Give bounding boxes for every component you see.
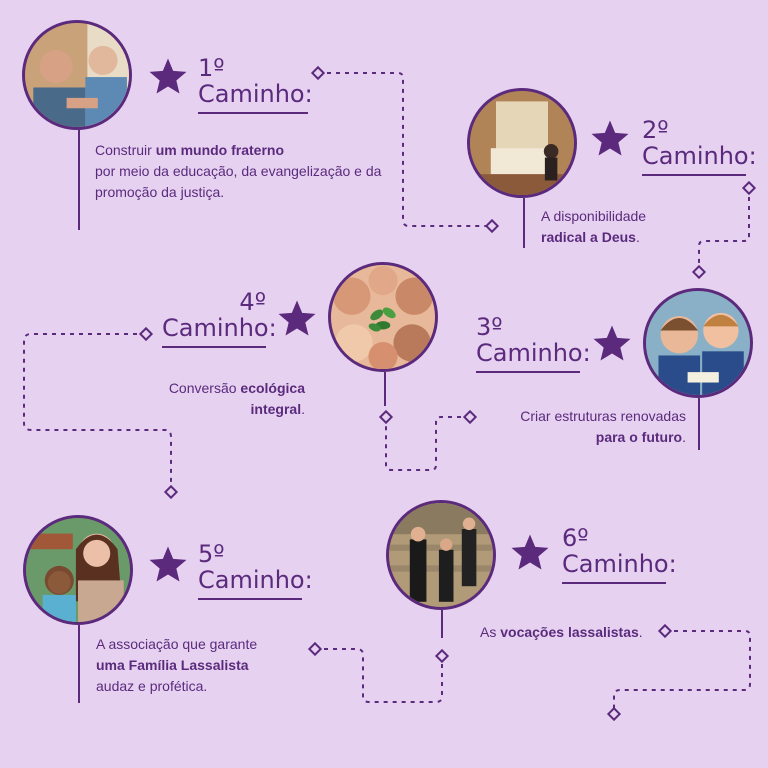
diamond-icon [691,264,707,280]
photo-brothers-walking-image [389,503,493,607]
heading-underline [198,598,302,600]
description-1: Construir um mundo fraterno por meio da e… [95,140,395,203]
description-text: As [480,624,501,640]
diamond-icon [378,409,394,425]
description-3: Criar estruturas renovadas para o futuro. [480,406,686,448]
description-5: A associação que garante uma Família Lass… [96,634,306,697]
heading-number: 2º [642,116,669,144]
heading-word: Caminho: [642,142,757,170]
heading-word: Caminho: [476,339,591,367]
diamond-icon [741,180,757,196]
photo-chapel-image [470,91,574,195]
heading-number: 6º [562,524,589,552]
heading-number: 3º [476,313,503,341]
heading-number: 5º [198,540,225,568]
description-bold: ecológica integral [240,380,305,417]
vertical-line [384,372,386,406]
heading-underline [162,346,266,348]
description-bold: radical a Deus [541,229,636,245]
star-icon [149,58,187,94]
diamond-icon [462,409,478,425]
photo-chapel [467,88,577,198]
description-bold: vocações lassalistas [500,624,639,640]
star-icon [149,546,187,582]
star-icon [278,300,316,336]
heading-1: 1º Caminho: [198,54,313,114]
photo-hands-plant [328,262,438,372]
diamond-icon [657,623,673,639]
vertical-line [441,610,443,638]
heading-3: 3º Caminho: [476,313,591,373]
vertical-line [78,130,80,230]
heading-word: Caminho: [198,566,313,594]
heading-2: 2º Caminho: [642,116,757,176]
diamond-icon [138,326,154,342]
heading-word: Caminho: [198,80,313,108]
photo-woman-child-image [26,518,130,622]
heading-word: Caminho: [562,550,677,578]
star-icon [593,325,631,361]
heading-4: 4º Caminho: [162,288,277,348]
description-2: A disponibilidade radical a Deus. [541,206,701,248]
heading-6: 6º Caminho: [562,524,677,584]
description-text: . [638,624,643,640]
description-text: A associação que garante [96,636,258,652]
description-4: Conversão ecológica integral. [145,378,305,420]
heading-number: 4º [239,288,266,316]
description-text: . [682,429,686,445]
photo-woman-child [23,515,133,625]
description-6: As vocações lassalistas. [480,622,660,643]
description-text: . [301,401,305,417]
star-icon [511,534,549,570]
vertical-line [698,398,700,450]
description-text: . [635,229,640,245]
diamond-icon [434,648,450,664]
heading-underline [562,582,666,584]
description-text: A disponibilidade [541,208,647,224]
description-text: Conversão [168,380,241,396]
vertical-line [78,625,80,703]
star-icon [591,120,629,156]
heading-underline [476,371,580,373]
photo-elderly-men-image [25,23,129,127]
heading-underline [198,112,308,114]
heading-5: 5º Caminho: [198,540,313,600]
photo-elderly-men [22,20,132,130]
description-bold: para o futuro [595,429,683,445]
heading-number: 1º [198,54,225,82]
diamond-icon [163,484,179,500]
heading-word: Caminho: [162,314,277,342]
photo-brothers-walking [386,500,496,610]
description-bold: um mundo fraterno [155,142,285,158]
description-text: Construir [95,142,156,158]
diamond-icon [484,218,500,234]
photo-hands-plant-image [331,265,435,369]
heading-underline [642,174,746,176]
photo-children-reading [643,288,753,398]
vertical-line [523,198,525,248]
diamond-icon [310,65,326,81]
diamond-icon [307,641,323,657]
photo-children-reading-image [646,291,750,395]
description-text: Criar estruturas renovadas [520,408,686,424]
description-bold: uma Família Lassalista [96,657,249,673]
diamond-icon [606,706,622,722]
description-text: por meio da educação, da evangelização e… [95,163,382,200]
description-text: audaz e profética. [96,678,208,694]
